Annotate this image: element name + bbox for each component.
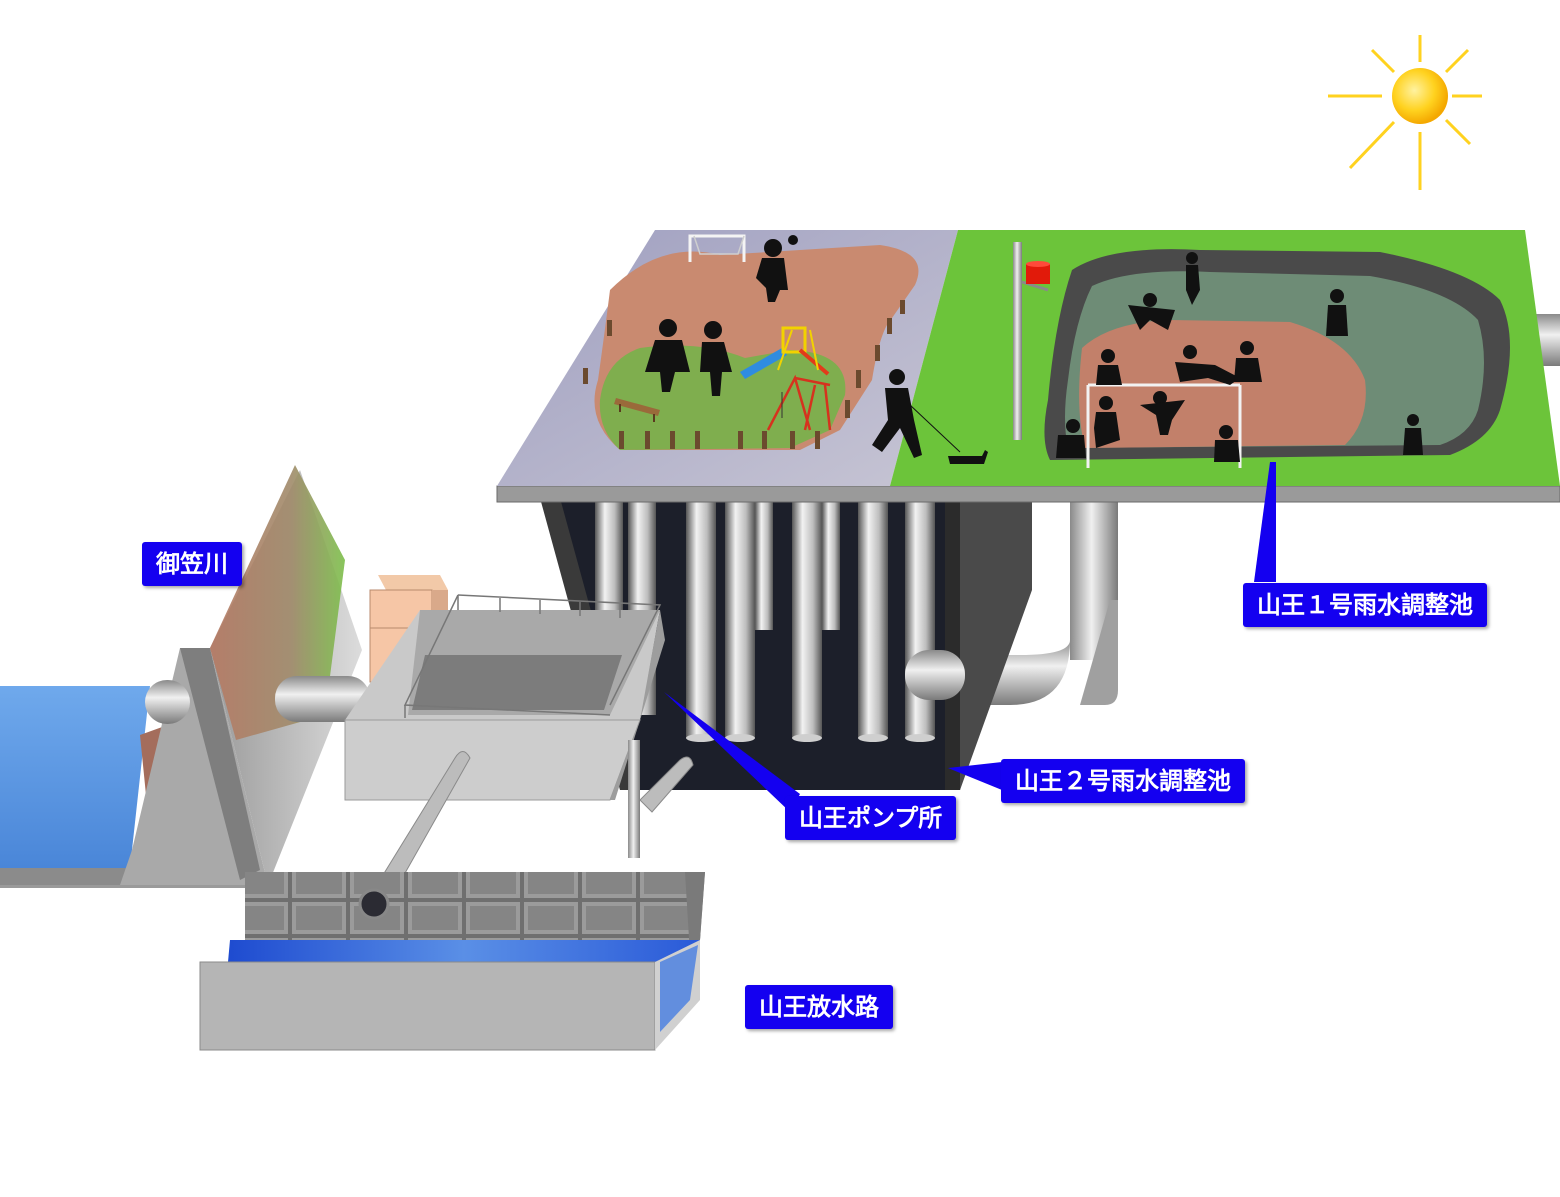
label-discharge-channel: 山王放水路: [745, 985, 893, 1029]
leader-basin1: [1254, 462, 1276, 582]
basketball-hoop-icon: [1013, 242, 1050, 440]
leader-basin2: [948, 762, 1002, 790]
swing-icon: [766, 374, 832, 431]
leader-pump: [664, 692, 800, 812]
label-pump-station: 山王ポンプ所: [785, 796, 957, 840]
pump-station: [344, 575, 694, 883]
slide-icon: [740, 326, 830, 379]
pipe-river-outlet: [145, 676, 370, 724]
label-river: 御笠川: [142, 542, 242, 586]
sun-icon: [1328, 35, 1482, 190]
label-basin-2: 山王２号雨水調整池: [1001, 759, 1245, 803]
river-mikasa: [0, 465, 362, 888]
soccer-goal-icon: [688, 234, 746, 262]
pipe-basin2-inlet: [905, 650, 965, 700]
people-silhouettes-baseball: [1056, 252, 1423, 462]
bench-icon: [614, 398, 660, 422]
discharge-channel: [199, 872, 705, 1051]
people-silhouettes-playground: [645, 235, 988, 464]
label-basin-1: 山王１号雨水調整池: [1243, 583, 1487, 627]
callout-leaders: [664, 462, 1276, 812]
